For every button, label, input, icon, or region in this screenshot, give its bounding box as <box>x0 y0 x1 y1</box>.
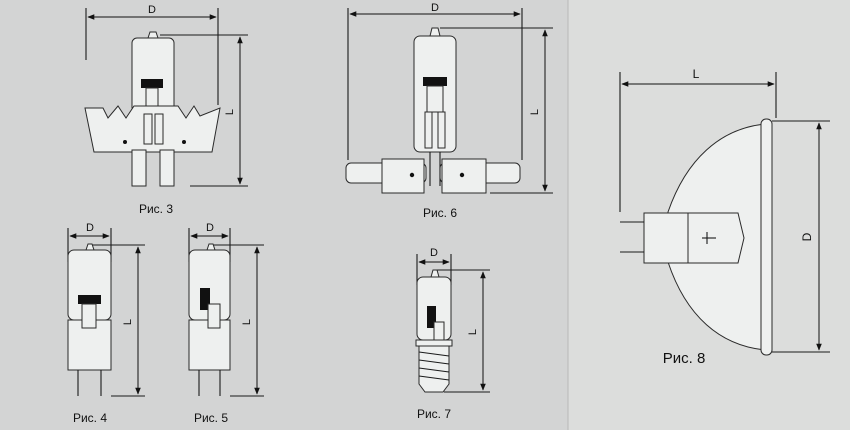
fig5-height-label: L <box>241 319 253 325</box>
fig7-width-label: D <box>430 247 438 259</box>
fig7-height-label: L <box>467 329 479 335</box>
figure-3: D L Рис. 3 <box>84 4 248 216</box>
figure-6: D L Рис. 6 <box>345 2 553 220</box>
fig3-height-label: L <box>224 109 236 115</box>
figure-8: L D Рис. 8 <box>619 67 830 367</box>
fig3-width-label: D <box>148 4 156 16</box>
fig8-diameter-label: D <box>800 232 814 241</box>
fig6-height-label: L <box>529 109 541 115</box>
fig6-width-label: D <box>431 2 439 14</box>
figure-5: D L Рис. 5 <box>188 222 264 425</box>
fig8-caption: Рис. 8 <box>663 350 706 367</box>
fig6-caption: Рис. 6 <box>423 206 457 220</box>
fig7-caption: Рис. 7 <box>417 407 451 421</box>
fig8-length-label: L <box>693 67 700 81</box>
figure-7: D L Рис. 7 <box>415 247 490 421</box>
fig5-caption: Рис. 5 <box>194 411 228 425</box>
fig5-width-label: D <box>206 222 214 234</box>
fig4-width-label: D <box>86 222 94 234</box>
figure-4: D L Рис. 4 <box>67 222 145 425</box>
fig4-height-label: L <box>122 319 134 325</box>
fig3-caption: Рис. 3 <box>139 202 173 216</box>
fig4-caption: Рис. 4 <box>73 411 107 425</box>
